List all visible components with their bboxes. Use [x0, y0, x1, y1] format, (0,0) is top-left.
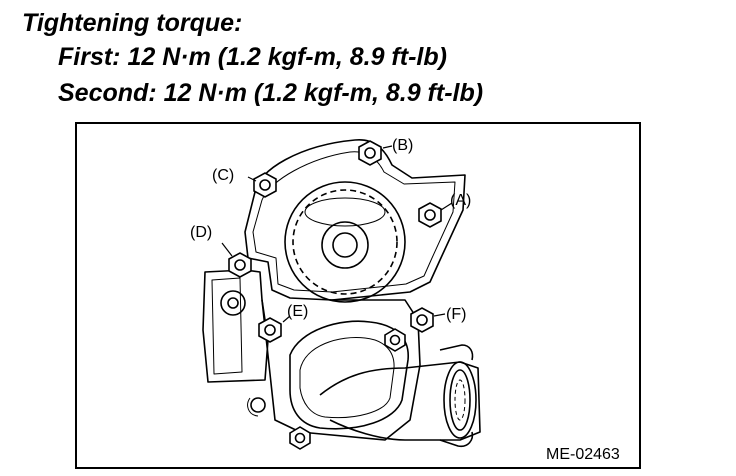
- torque-first-step: First: 12 N·m (1.2 kgf-m, 8.9 ft-lb): [58, 43, 447, 71]
- bolt-b: [358, 140, 382, 166]
- bolt-c: [253, 172, 277, 198]
- bolt-h: [289, 426, 311, 450]
- bolt-a: [418, 202, 442, 228]
- bolt-e: [258, 317, 282, 343]
- lower-housing: [261, 299, 421, 441]
- torque-title: Tightening torque:: [22, 9, 243, 37]
- impeller-hub: [321, 221, 369, 269]
- callout-c: (C): [212, 167, 234, 184]
- bolt-f: [410, 307, 434, 333]
- callout-f: (F): [446, 306, 466, 323]
- callout-d: (D): [190, 224, 212, 241]
- impeller-outer: [284, 181, 406, 303]
- bolt-d: [228, 252, 252, 278]
- figure-reference: ME-02463: [546, 446, 620, 463]
- bolt-g: [384, 328, 406, 352]
- callout-e: (E): [287, 303, 308, 320]
- illustration-frame: [75, 122, 641, 469]
- outlet-pipe: [319, 361, 481, 441]
- torque-second-step: Second: 12 N·m (1.2 kgf-m, 8.9 ft-lb): [58, 79, 484, 107]
- callout-b: (B): [392, 137, 413, 154]
- callout-a: (A): [450, 192, 471, 209]
